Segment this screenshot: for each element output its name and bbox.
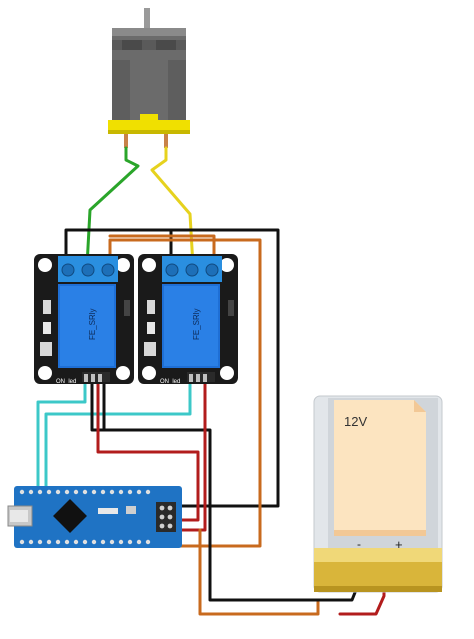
- relay-module-1: FE_SRly ON_led: [34, 254, 134, 385]
- wire-black-gnd1: [90, 378, 106, 432]
- wire-black-top: [64, 228, 280, 508]
- battery-minus-label: -: [357, 537, 361, 551]
- wire-brown-bat: [198, 528, 320, 616]
- relay-1-label: FE_SRly: [88, 308, 97, 340]
- nano-bottom-pins: [19, 539, 151, 545]
- battery-12v: 12V - +: [313, 395, 443, 593]
- wire-black-gnd2: [102, 378, 314, 602]
- wire-green: [85, 146, 140, 268]
- battery-label: 12V: [344, 414, 367, 429]
- relay-1-led-label: ON_led: [56, 379, 76, 385]
- battery-lead-black: [310, 588, 358, 602]
- relay-module-2: FE_SRly ON_led: [138, 254, 238, 385]
- wire-cyan-1: [36, 378, 87, 492]
- dc-motor: [108, 8, 190, 148]
- relay-2-led-label: ON_led: [160, 379, 180, 385]
- wire-red-1: [96, 378, 200, 522]
- relay-2-label: FE_SRly: [192, 308, 201, 340]
- wire-brown-top: [108, 238, 262, 548]
- nano-top-pins: [19, 489, 151, 495]
- battery-plus-label: +: [395, 537, 403, 552]
- wire-cyan-2: [44, 378, 192, 492]
- battery-lead-red: [338, 588, 386, 616]
- arduino-nano: [7, 486, 182, 548]
